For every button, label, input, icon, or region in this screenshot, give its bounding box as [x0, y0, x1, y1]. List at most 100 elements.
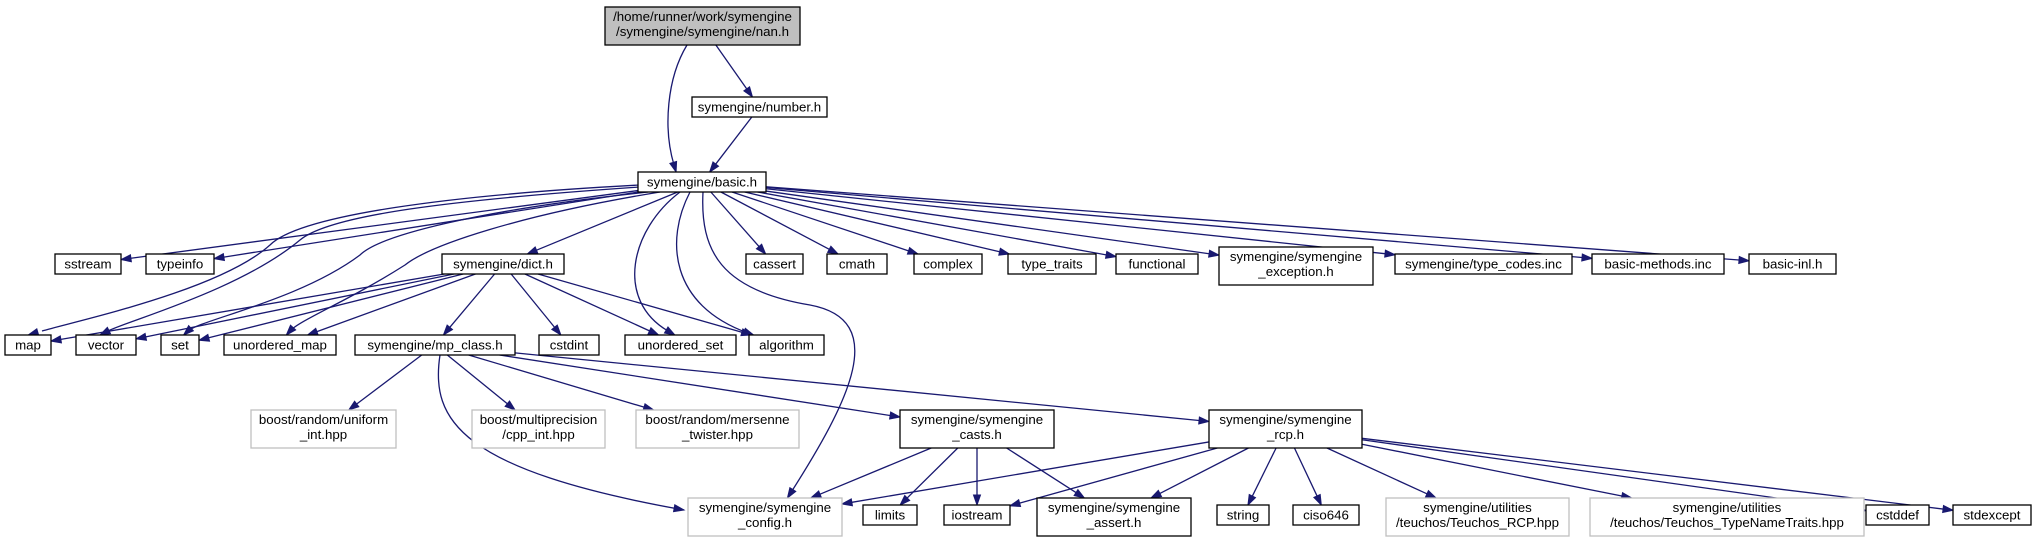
node-label: symengine/type_codes.inc — [1405, 257, 1562, 272]
edge-arrowhead — [442, 324, 454, 337]
node-box — [4, 334, 52, 356]
node-label: basic-methods.inc — [1604, 257, 1712, 272]
node-box — [354, 334, 516, 356]
node-dict[interactable]: symengine/dict.h — [441, 253, 565, 275]
node-box — [748, 334, 825, 356]
edge-dict-to-vector — [134, 273, 455, 341]
node-vector[interactable]: vector — [75, 334, 137, 356]
edge-sym_rcp-to-iostream — [1008, 447, 1218, 508]
node-box — [1385, 497, 1570, 537]
node-box — [1208, 409, 1363, 449]
edge-line — [223, 191, 639, 258]
node-cstdint[interactable]: cstdint — [538, 334, 600, 356]
node-type-codes[interactable]: symengine/type_codes.inc — [1394, 253, 1573, 275]
edge-line — [145, 273, 455, 338]
edge-basic-to-cmath — [720, 191, 840, 255]
nodes-layer: /home/runner/work/symengine/symengine/sy… — [4, 6, 2032, 537]
node-iostream[interactable]: iostream — [943, 504, 1011, 526]
node-basic-inl[interactable]: basic-inl.h — [1748, 253, 1837, 275]
edge-arrowhead — [1104, 250, 1118, 259]
edge-arrowhead — [742, 85, 754, 99]
node-unordered-set[interactable]: unordered_set — [624, 334, 737, 356]
edge-arrowhead — [504, 400, 517, 411]
node-type-traits[interactable]: type_traits — [1007, 253, 1097, 275]
node-sym-casts[interactable]: symengine/symengine_casts.h — [899, 409, 1055, 449]
node-label: /home/runner/work/symengine — [613, 9, 792, 24]
edge-dict-to-set — [197, 273, 464, 342]
node-mp-class[interactable]: symengine/mp_class.h — [354, 334, 516, 356]
edge-nan-to-basic — [667, 44, 688, 174]
node-box — [637, 171, 767, 193]
node-functional[interactable]: functional — [1115, 253, 1199, 275]
edge-arrowhead — [119, 254, 132, 263]
node-box — [1394, 253, 1573, 275]
node-label: cassert — [753, 257, 796, 272]
node-label: set — [171, 338, 189, 353]
node-label: symengine/dict.h — [453, 257, 553, 272]
node-box — [471, 409, 606, 449]
edge-line — [675, 191, 749, 334]
edge-line — [1019, 447, 1218, 504]
node-cassert[interactable]: cassert — [745, 253, 804, 275]
edge-arrowhead — [840, 498, 854, 507]
node-complex[interactable]: complex — [913, 253, 983, 275]
node-algorithm[interactable]: algorithm — [748, 334, 825, 356]
node-label: symengine/symengine — [911, 412, 1043, 427]
node-label: map — [15, 338, 41, 353]
node-ciso646[interactable]: ciso646 — [1292, 504, 1360, 526]
node-box — [1748, 253, 1837, 275]
node-cmath[interactable]: cmath — [826, 253, 888, 275]
node-box — [862, 504, 918, 526]
edge-arrowhead — [1073, 488, 1086, 499]
node-sym-assert[interactable]: symengine/symengine_assert.h — [1036, 497, 1192, 537]
node-typeinfo[interactable]: typeinfo — [145, 253, 215, 275]
node-cstddef[interactable]: cstddef — [1865, 504, 1930, 526]
edge-sym_rcp-to-sym_assert — [1149, 447, 1249, 499]
edge-arrowhead — [285, 324, 297, 337]
node-sym-rcp[interactable]: symengine/symengine_rcp.h — [1208, 409, 1363, 449]
node-sym-exception[interactable]: symengine/symengine_exception.h — [1218, 246, 1374, 286]
node-label: algorithm — [759, 338, 814, 353]
edge-arrowhead — [740, 328, 753, 337]
node-box — [1115, 253, 1199, 275]
node-number[interactable]: symengine/number.h — [691, 96, 828, 118]
node-map[interactable]: map — [4, 334, 52, 356]
edge-arrowhead — [1008, 498, 1022, 508]
edge-arrowhead — [899, 494, 911, 507]
node-set[interactable]: set — [160, 334, 200, 356]
edge-arrowhead — [525, 246, 539, 255]
edge-arrowhead — [550, 324, 562, 337]
edge-arrowhead — [1581, 253, 1594, 262]
edge-line — [208, 273, 464, 339]
edge-line — [107, 186, 641, 332]
node-label: sstream — [64, 257, 111, 272]
edge-line — [449, 273, 496, 328]
edge-line — [499, 354, 891, 417]
node-label: symengine/utilities — [1673, 500, 1782, 515]
node-limits[interactable]: limits — [862, 504, 918, 526]
node-basic[interactable]: symengine/basic.h — [637, 171, 767, 193]
edge-line — [187, 191, 649, 332]
edge-basic-to-basic_methods — [765, 186, 1594, 262]
node-box — [145, 253, 215, 275]
edge-basic-to-dict — [525, 191, 678, 255]
edge-arrowhead — [306, 327, 319, 336]
node-unordered-map[interactable]: unordered_map — [223, 334, 337, 356]
node-label: symengine/symengine — [1219, 412, 1351, 427]
node-sym-config: symengine/symengine_config.h — [687, 497, 843, 537]
edge-basic-to-basic_inl — [765, 186, 1751, 265]
node-label: _assert.h — [1086, 515, 1142, 530]
node-box — [943, 504, 1011, 526]
node-sstream[interactable]: sstream — [54, 253, 122, 275]
node-string[interactable]: string — [1216, 504, 1270, 526]
edge-arrowhead — [786, 486, 797, 500]
node-basic-methods[interactable]: basic-methods.inc — [1591, 253, 1725, 275]
node-stdexcept[interactable]: stdexcept — [1952, 504, 2032, 526]
node-label: _casts.h — [951, 427, 1002, 442]
edge-line — [1361, 443, 1622, 497]
node-box — [1952, 504, 2032, 526]
edge-line — [1326, 447, 1428, 495]
edge-sym_casts-to-iostream — [972, 448, 982, 507]
edge-sym_rcp-to-stdexcept — [1361, 437, 1955, 514]
